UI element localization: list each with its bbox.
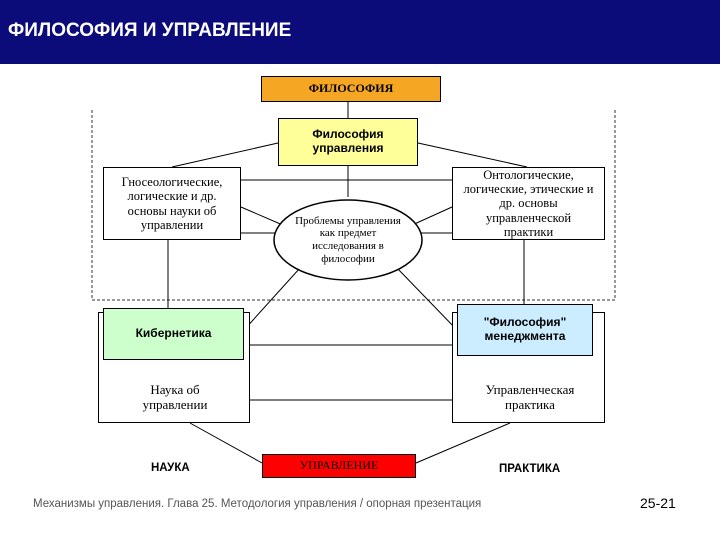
gnoseological-box: Гносеологические, логические и др. основ… (103, 167, 241, 240)
problems-label: Проблемы управления как предмет исследов… (295, 214, 401, 265)
management-box: УПРАВЛЕНИЕ (262, 454, 416, 478)
science-of-management-label: Наука об управлении (142, 382, 208, 412)
slide-header: ФИЛОСОФИЯ И УПРАВЛЕНИЕ (0, 0, 720, 64)
connector-lines (91, 102, 616, 464)
science-of-management-text: Наука об управлении (120, 378, 230, 418)
cybernetics-box: Кибернетика (103, 308, 244, 360)
practice-label: ПРАКТИКА (499, 463, 561, 475)
problems-ellipse: Проблемы управления как предмет исследов… (285, 208, 411, 272)
philosophy-box: ФИЛОСОФИЯ (261, 76, 441, 102)
cybernetics-label: Кибернетика (135, 326, 212, 341)
page-number: 25-21 (640, 495, 676, 511)
philosophy-of-management-label: Философия управления (312, 127, 384, 155)
philosophy-label: ФИЛОСОФИЯ (308, 81, 394, 96)
management-practice-label: Управленческая практика (485, 382, 575, 412)
slide-title: ФИЛОСОФИЯ И УПРАВЛЕНИЕ (8, 20, 292, 41)
management-label: УПРАВЛЕНИЕ (299, 458, 379, 473)
ontological-label: Онтологические, логические, этические и … (463, 167, 594, 240)
gnoseological-label: Гносеологические, логические и др. основ… (121, 174, 223, 232)
ontological-box: Онтологические, логические, этические и … (452, 167, 605, 240)
footer-text: Механизмы управления. Глава 25. Методоло… (33, 498, 482, 510)
philosophy-of-management-box: Философия управления (278, 118, 418, 166)
philosophy-management-box: "Философия" менеджмента (457, 304, 593, 356)
philosophy-management-label: "Философия" менеджмента (483, 315, 567, 343)
science-label: НАУКА (151, 462, 190, 474)
management-practice-text: Управленческая практика (470, 378, 590, 418)
